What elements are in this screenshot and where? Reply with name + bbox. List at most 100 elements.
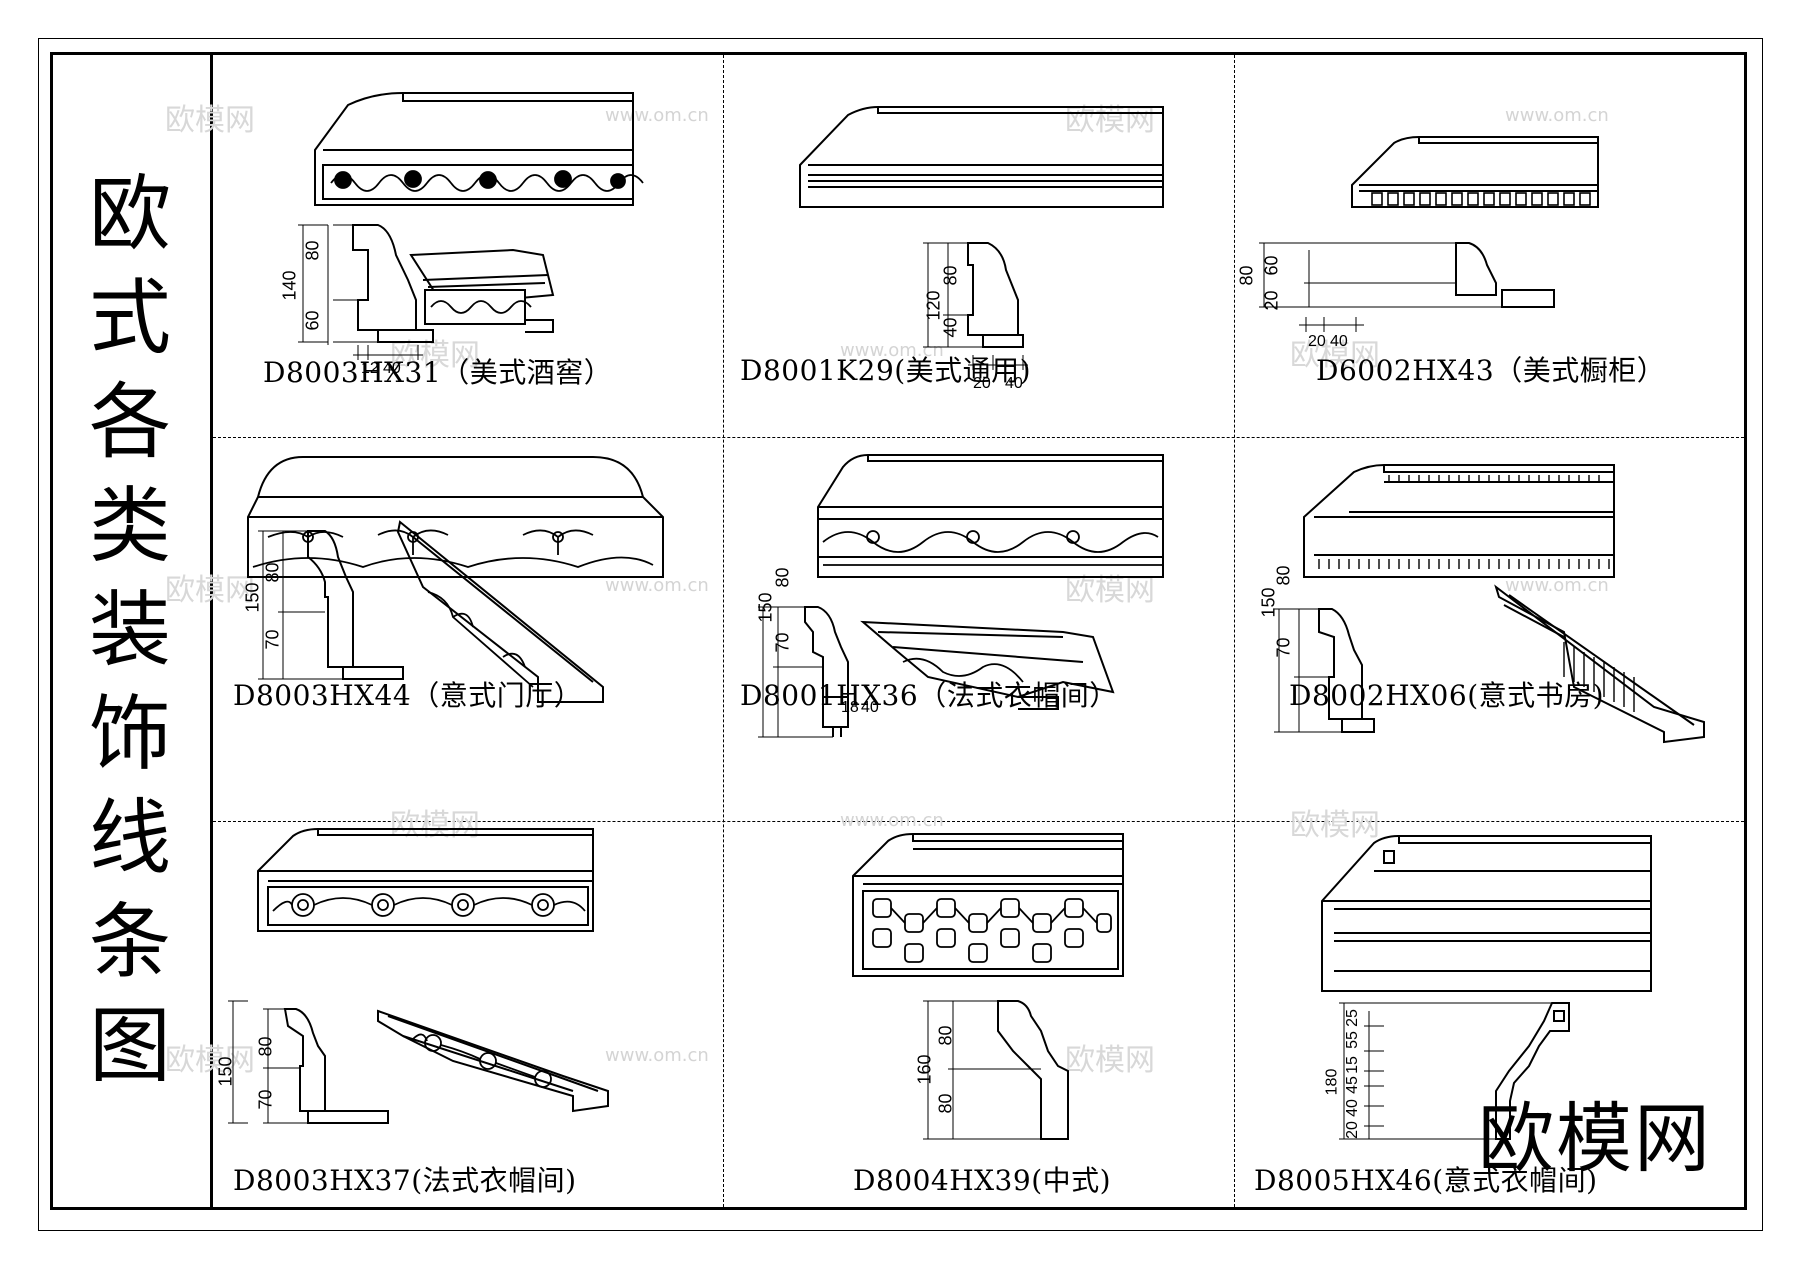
dim-label: 70 [1273,637,1294,658]
molding-caption: D8005HX46(意式衣帽间) [1254,1164,1598,1197]
dim-label: 70 [255,1089,276,1110]
molding-drawing [228,828,609,1124]
dim-label: 40 [383,360,401,377]
molding-cell-6: D8002HX06(意式书房) 150 80 70 [1234,437,1744,821]
watermark-url: www.om.cn [605,1045,709,1066]
molding-caption: D8001HX36（法式衣帽间） [740,679,1118,712]
watermark-url: www.om.cn [840,340,944,361]
dim-label: 60 [1261,255,1282,276]
watermark: 欧模网 [165,1043,255,1078]
molding-drawing [1321,835,1652,1140]
dim-label: 70 [772,632,793,653]
molding-drawing [1259,136,1599,332]
molding-cell-1: D8003HX31（美式酒窖） 140 80 60 12 40 [213,55,723,437]
molding-cell-2: D8001K29(美式通用) 120 80 40 20 40 [723,55,1234,437]
dim-label: 20 [1308,333,1326,350]
outer-frame [38,38,1763,1231]
watermark: 欧模网 [165,573,255,608]
title-char: 线 [88,791,171,886]
watermark-url: www.om.cn [1505,575,1609,596]
grid-divider [213,437,1744,438]
title-char: 各 [88,375,171,470]
molding-caption: D8003HX44（意式门厅） [233,679,583,712]
molding-caption: D8002HX06(意式书房) [1289,679,1605,712]
dim-label: 18 [841,699,859,716]
molding-cell-9: D8005HX46(意式衣帽间) 180 25 55 15 45 40 20 [1234,821,1744,1207]
title-column: 欧 式 各 类 装 饰 线 条 图 [50,52,213,1210]
dim-label: 150 [215,1056,236,1087]
dim-label: 20 [1343,1121,1361,1139]
watermark-url: www.om.cn [840,810,944,831]
grid-divider [213,821,1744,822]
dim-label: 70 [262,629,283,650]
molding-caption: D8003HX37(法式衣帽间) [233,1164,577,1197]
dim-label: 180 [1323,1068,1341,1096]
watermark-url: www.om.cn [1505,105,1609,126]
molding-cell-3: D6002HX43（美式橱柜） 80 60 20 20 40 [1234,55,1744,437]
dim-label: 25 [1343,1009,1361,1027]
dim-label: 20 [973,375,991,392]
molding-caption: D8004HX39(中式) [853,1164,1112,1197]
dim-label: 20 [1261,290,1282,311]
dim-label: 80 [302,240,323,261]
watermark: 欧模网 [1290,338,1380,373]
molding-drawing [852,833,1124,1140]
watermark: 欧模网 [1065,1043,1155,1078]
molding-cell-8: D8004HX39(中式) 160 80 80 [723,821,1234,1207]
molding-drawing [247,456,664,703]
molding-drawing [758,454,1164,738]
dim-label: 40 [1330,333,1348,350]
molding-drawing [1274,464,1705,744]
dim-label: 80 [1236,265,1257,286]
dim-label: 40 [861,699,879,716]
watermark-url: www.om.cn [605,105,709,126]
dim-label: 40 [1343,1099,1361,1117]
dim-label: 150 [755,592,776,623]
molding-caption: D8001K29(美式通用) [740,354,1032,387]
molding-cell-5: D8001HX36（法式衣帽间） 150 80 70 18 40 [723,437,1234,821]
watermark: 欧模网 [1290,808,1380,843]
grid-divider [1234,55,1235,1207]
inner-frame [50,52,1747,1210]
dim-label: 40 [940,317,961,338]
dim-label: 40 [1005,375,1023,392]
title-char: 条 [88,895,171,990]
molding-caption: D8003HX31（美式酒窖） [263,356,613,389]
title-char: 式 [88,271,171,366]
molding-cell-4: D8003HX44（意式门厅） 150 80 70 [213,437,723,821]
dim-label: 150 [1258,587,1279,618]
title-char: 欧 [88,167,171,262]
molding-caption: D6002HX43（美式橱柜） [1316,354,1666,387]
watermark: 欧模网 [1065,573,1155,608]
molding-cell-7: D8003HX37(法式衣帽间) 150 80 70 [213,821,723,1207]
molding-drawing [799,106,1164,370]
dim-label: 15 [1343,1056,1361,1074]
dim-label: 140 [279,270,300,301]
dim-label: 120 [923,290,944,321]
dim-label: 80 [935,1025,956,1046]
dim-label: 80 [772,567,793,588]
watermark: 欧模网 [165,103,255,138]
dim-label: 80 [940,265,961,286]
molding-grid [213,55,1744,1207]
title-char: 图 [88,999,171,1094]
dim-label: 80 [255,1036,276,1057]
dim-label: 45 [1343,1076,1361,1094]
watermark-url: www.om.cn [605,575,709,596]
title-char: 类 [88,479,171,574]
dim-label: 12 [361,360,379,377]
dim-label: 55 [1343,1031,1361,1049]
title-char: 装 [88,583,171,678]
molding-drawing [298,92,644,360]
dim-label: 80 [1273,565,1294,586]
dim-label: 80 [935,1093,956,1114]
brand-logo-watermark: 欧模网 [1478,1094,1712,1183]
dim-label: 80 [262,562,283,583]
title-char: 饰 [88,687,171,782]
dim-label: 150 [242,582,263,613]
grid-divider [723,55,724,1207]
watermark: 欧模网 [1065,103,1155,138]
watermark: 欧模网 [390,808,480,843]
dim-label: 60 [302,310,323,331]
dim-label: 160 [914,1054,935,1085]
